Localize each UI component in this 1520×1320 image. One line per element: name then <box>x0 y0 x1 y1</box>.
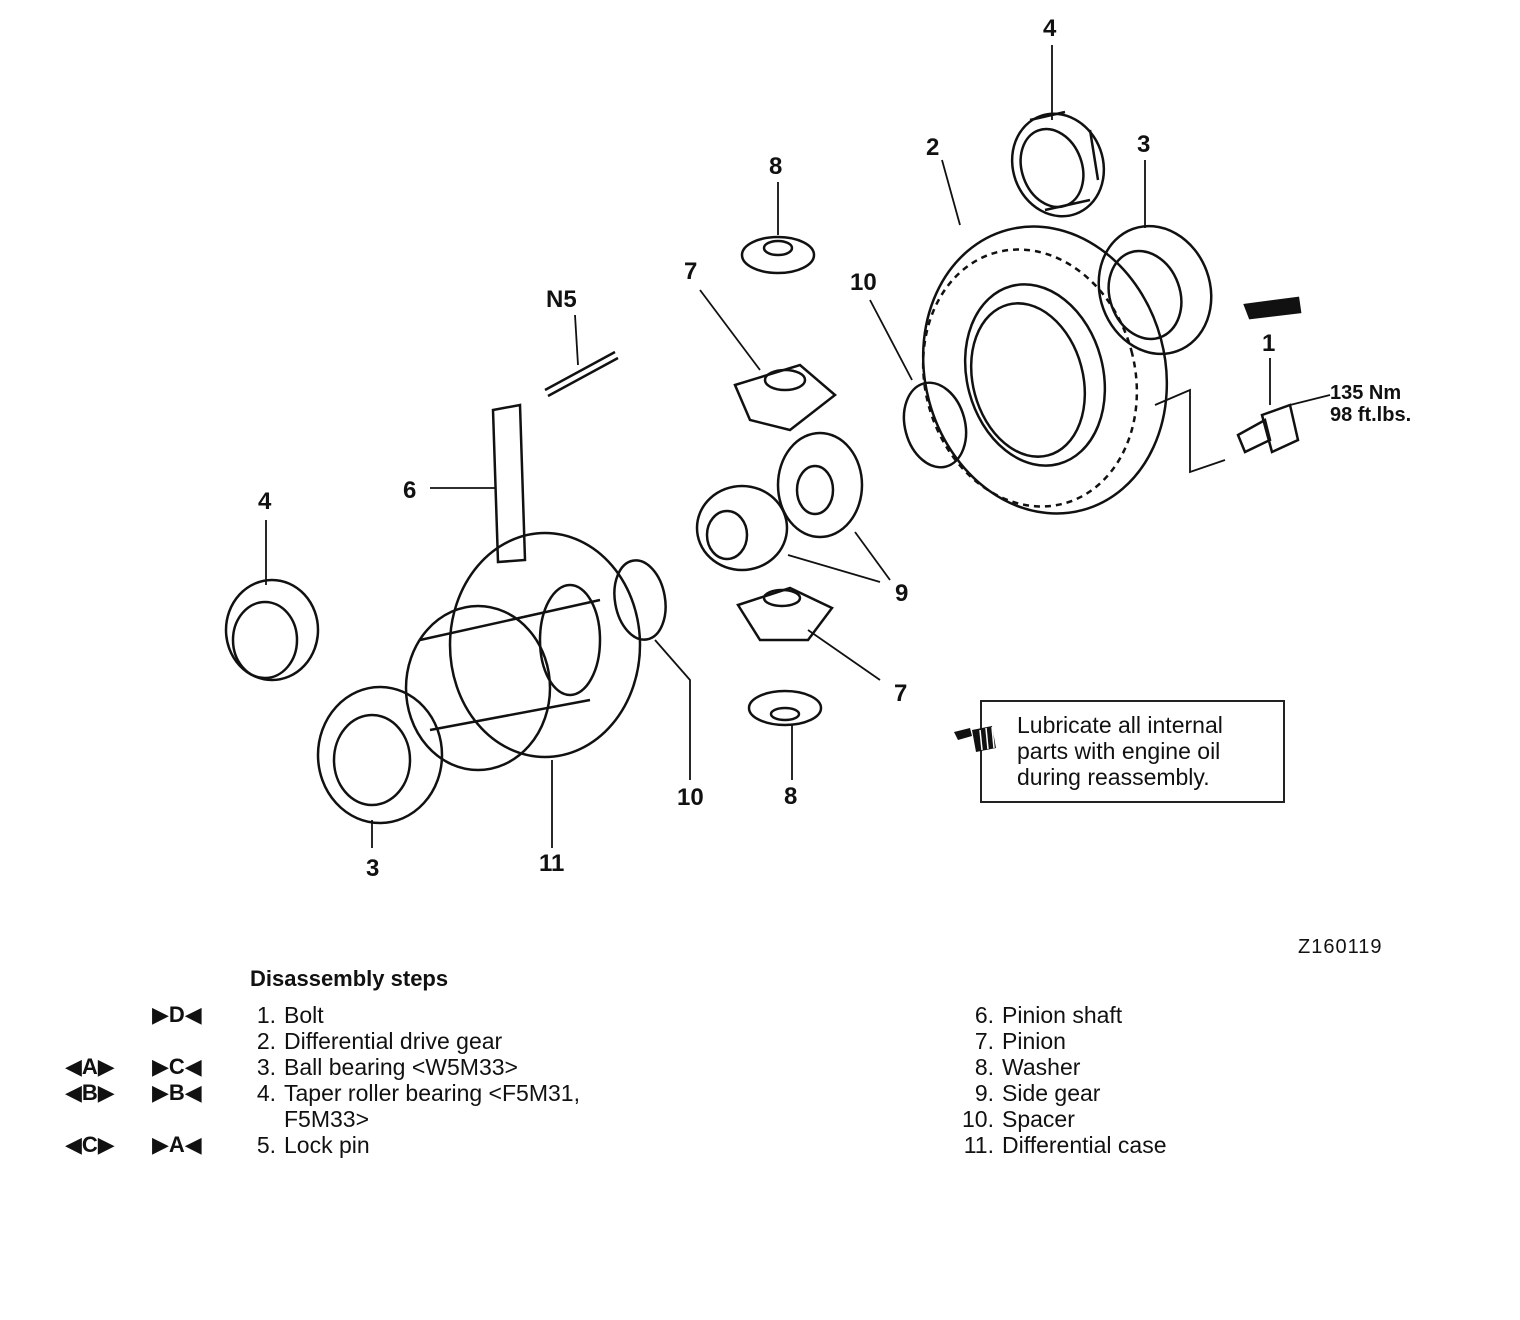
callout-4-left: 4 <box>258 488 272 515</box>
step-row: 2. Differential drive gear <box>160 1028 580 1054</box>
step-label: Differential case <box>1002 1132 1167 1158</box>
callout-10-bottom: 10 <box>677 784 704 811</box>
step-marker-1: ◀B▶ <box>65 1080 115 1105</box>
spacer-left <box>613 559 667 641</box>
step-number: 8. <box>974 1054 994 1080</box>
step-label: Spacer <box>1002 1106 1075 1132</box>
step-label: Side gear <box>1002 1080 1101 1106</box>
step-marker-2: ▶B◀ <box>152 1080 202 1105</box>
step-label: Differential drive gear <box>284 1028 503 1054</box>
lubrication-note: Lubricate all internal parts with engine… <box>1017 712 1223 790</box>
steps-title: Disassembly steps <box>250 966 449 991</box>
torque-ftlbs: 98 ft.lbs. <box>1330 404 1412 426</box>
step-marker-1: ◀C▶ <box>65 1132 115 1157</box>
step-label: Pinion <box>1002 1028 1066 1054</box>
taper-roller-bearing-top <box>1010 110 1106 218</box>
differential-case <box>404 531 642 772</box>
pinion-shaft <box>491 403 527 564</box>
step-marker-2: ▶A◀ <box>152 1132 202 1157</box>
callout-4-top: 4 <box>1043 15 1057 42</box>
step-marker-2: ▶D◀ <box>152 1002 202 1027</box>
step-row: 9. Side gear <box>950 1080 1167 1106</box>
step-label: Taper roller bearing <F5M31, <box>284 1080 580 1106</box>
step-row: 8. Washer <box>950 1054 1167 1080</box>
step-number: 5. <box>256 1132 276 1158</box>
step-row: ◀B▶ ▶B◀ 4. Taper roller bearing <F5M31, <box>65 1080 580 1106</box>
callout-6: 6 <box>403 477 417 504</box>
step-row: 10. Spacer <box>950 1106 1167 1132</box>
torque-nm: 135 Nm <box>1330 382 1402 404</box>
washer-top <box>740 235 816 275</box>
callout-8-bottom: 8 <box>784 783 798 810</box>
callout-9: 9 <box>895 580 909 607</box>
pinion-top <box>733 363 837 432</box>
oil-can-icon <box>954 726 996 752</box>
step-row: 11. Differential case <box>950 1132 1167 1158</box>
steps-list-right: 6. Pinion shaft 7. Pinion 8. Washer 9. Side … <box>950 1002 1167 1158</box>
sealant-tube-icon <box>1243 296 1302 320</box>
washer-bottom <box>747 689 823 727</box>
step-label: Lock pin <box>284 1132 370 1158</box>
step-row: F5M33> <box>160 1106 580 1132</box>
side-gear-lower <box>695 484 789 572</box>
step-number: 3. <box>256 1054 276 1080</box>
step-marker-1: ◀A▶ <box>65 1054 115 1079</box>
callout-11: 11 <box>539 850 565 877</box>
exploded-view-drawing <box>224 45 1331 848</box>
callout-lock-pin: N5 <box>546 286 577 313</box>
step-label: Bolt <box>284 1002 324 1028</box>
taper-roller-bearing-left <box>224 578 320 682</box>
callout-8-top: 8 <box>769 153 783 180</box>
step-number: 4. <box>256 1080 276 1106</box>
callout-7-bottom: 7 <box>894 680 908 707</box>
callout-2: 2 <box>926 134 940 161</box>
lock-pin <box>544 350 619 398</box>
step-number: 9. <box>974 1080 994 1106</box>
step-number: 7. <box>974 1028 994 1054</box>
differential-drive-gear <box>921 225 1169 515</box>
step-row: 7. Pinion <box>950 1028 1167 1054</box>
step-row: ◀A▶ ▶C◀ 3. Ball bearing <W5M33> <box>65 1054 580 1080</box>
lubrication-note-box <box>980 700 1285 803</box>
side-gear-upper <box>776 431 864 539</box>
step-number: 11. <box>963 1132 994 1158</box>
step-label: F5M33> <box>284 1106 370 1132</box>
step-label: Pinion shaft <box>1002 1002 1123 1028</box>
spacer-right <box>902 381 968 469</box>
figure-id: Z160119 <box>1298 936 1383 958</box>
step-number: 2. <box>256 1028 276 1054</box>
step-number: 10. <box>962 1106 994 1132</box>
callout-1: 1 <box>1262 330 1276 357</box>
pinion-bottom <box>736 586 834 642</box>
step-number: 1. <box>256 1002 276 1028</box>
callout-3-top: 3 <box>1137 131 1151 158</box>
bolt <box>1236 403 1300 454</box>
torque-spec: 135 Nm 98 ft.lbs. <box>1330 382 1411 426</box>
step-row: 6. Pinion shaft <box>950 1002 1167 1028</box>
step-number: 6. <box>974 1002 994 1028</box>
step-label: Ball bearing <W5M33> <box>284 1054 518 1080</box>
callout-7-top: 7 <box>684 258 698 285</box>
ball-bearing-top <box>1097 224 1213 356</box>
step-marker-2: ▶C◀ <box>152 1054 202 1079</box>
callout-3-bottom: 3 <box>366 855 380 882</box>
callout-10-top: 10 <box>850 269 877 296</box>
steps-list-left: ▶D◀ 1. Bolt 2. Differential drive gear ◀A▶… <box>65 1002 580 1158</box>
step-row: ▶D◀ 1. Bolt <box>152 1002 580 1028</box>
step-label: Washer <box>1002 1054 1081 1080</box>
step-row: ◀C▶ ▶A◀ 5. Lock pin <box>65 1132 580 1158</box>
ball-bearing-bottom <box>316 685 444 825</box>
